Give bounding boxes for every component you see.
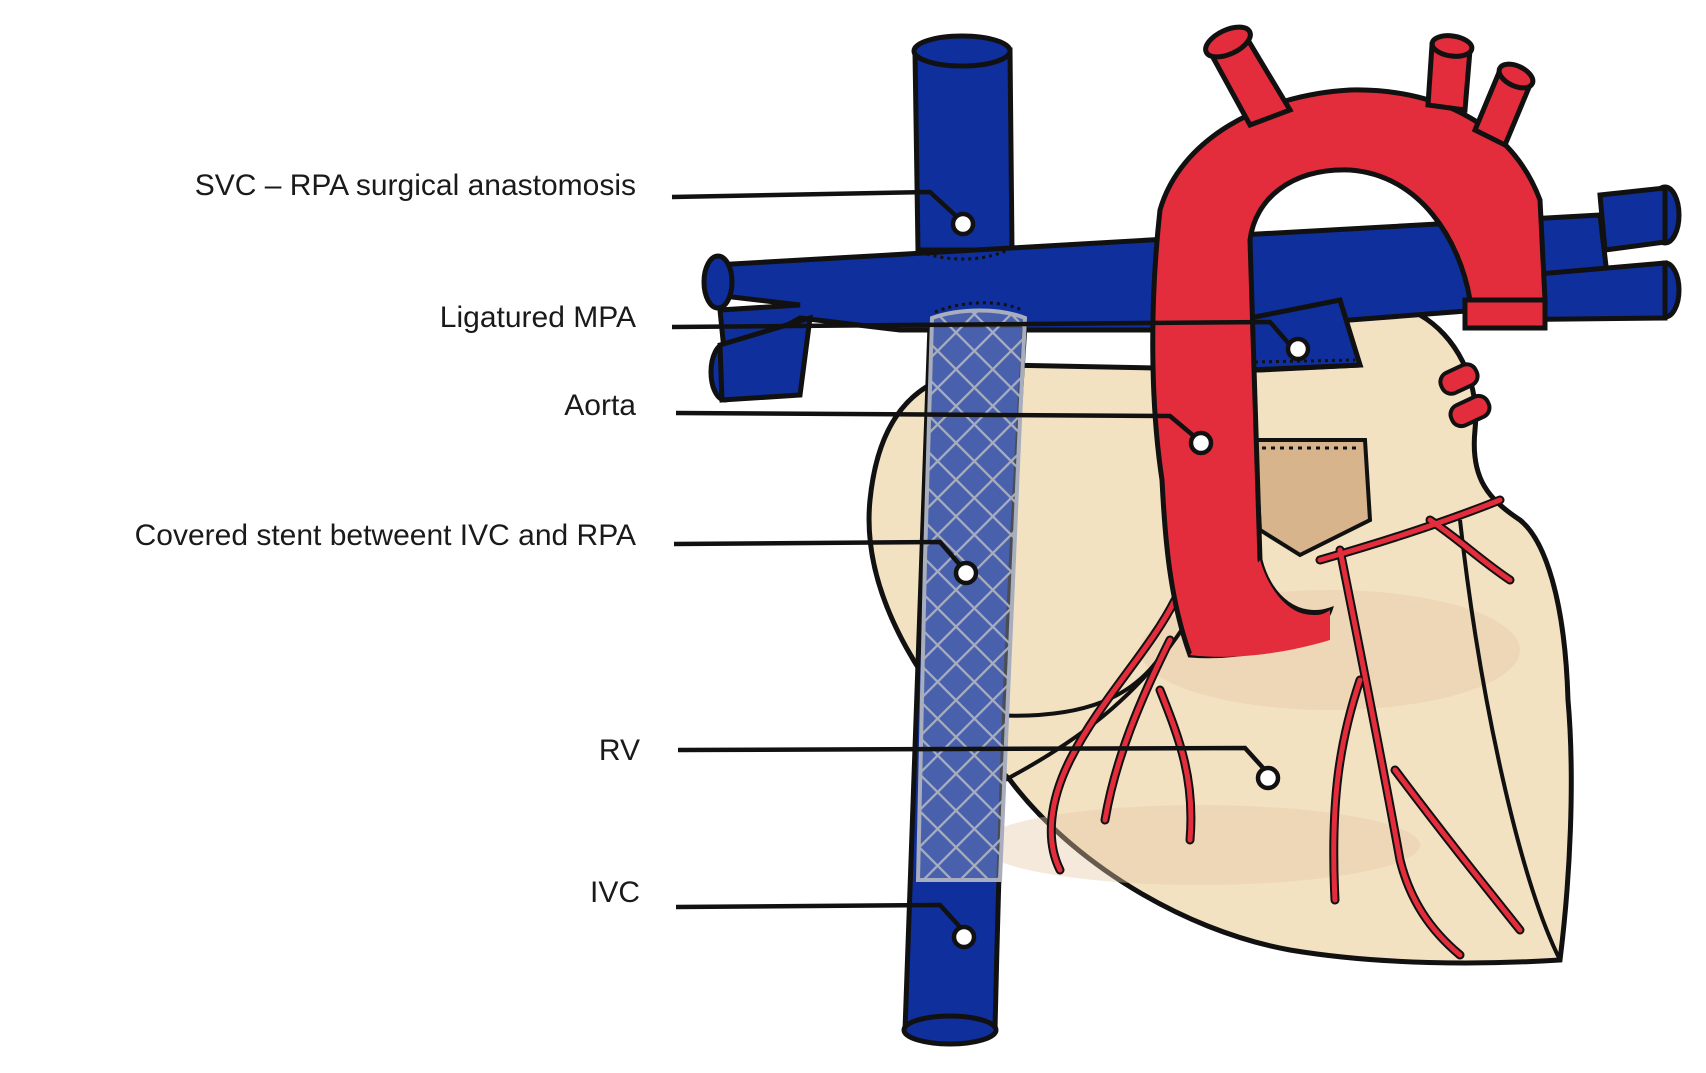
label-rv: RV: [598, 734, 640, 767]
aorta-vessel: [1150, 24, 1548, 659]
leader-covered-stent: [673, 539, 962, 567]
leader-lines: [671, 189, 1292, 929]
endpoint-svc-rpa: [950, 211, 976, 237]
leader-aorta: [675, 410, 1197, 439]
endpoint-rv: [1255, 765, 1281, 791]
endpoint-covered-stent: [953, 560, 979, 586]
label-svc-rpa: SVC – RPA surgical anastomosis: [194, 169, 636, 202]
leader-ivc: [675, 902, 962, 929]
endpoint-aorta: [1188, 430, 1214, 456]
label-aorta: Aorta: [564, 389, 636, 422]
leader-rv: [677, 745, 1267, 772]
endpoint-ligatured-mpa: [1285, 336, 1311, 362]
covered-stent: [915, 301, 1028, 882]
leader-ligatured-mpa: [671, 319, 1292, 347]
leader-endpoints: [950, 211, 1311, 950]
label-ligatured-mpa: Ligatured MPA: [439, 301, 636, 334]
label-covered-stent: Covered stent betweent IVC and RPA: [134, 519, 636, 552]
label-ivc: IVC: [589, 876, 640, 909]
leader-svc-rpa: [671, 189, 957, 217]
coronary-arteries: [1046, 495, 1525, 960]
endpoint-ivc: [951, 924, 977, 950]
